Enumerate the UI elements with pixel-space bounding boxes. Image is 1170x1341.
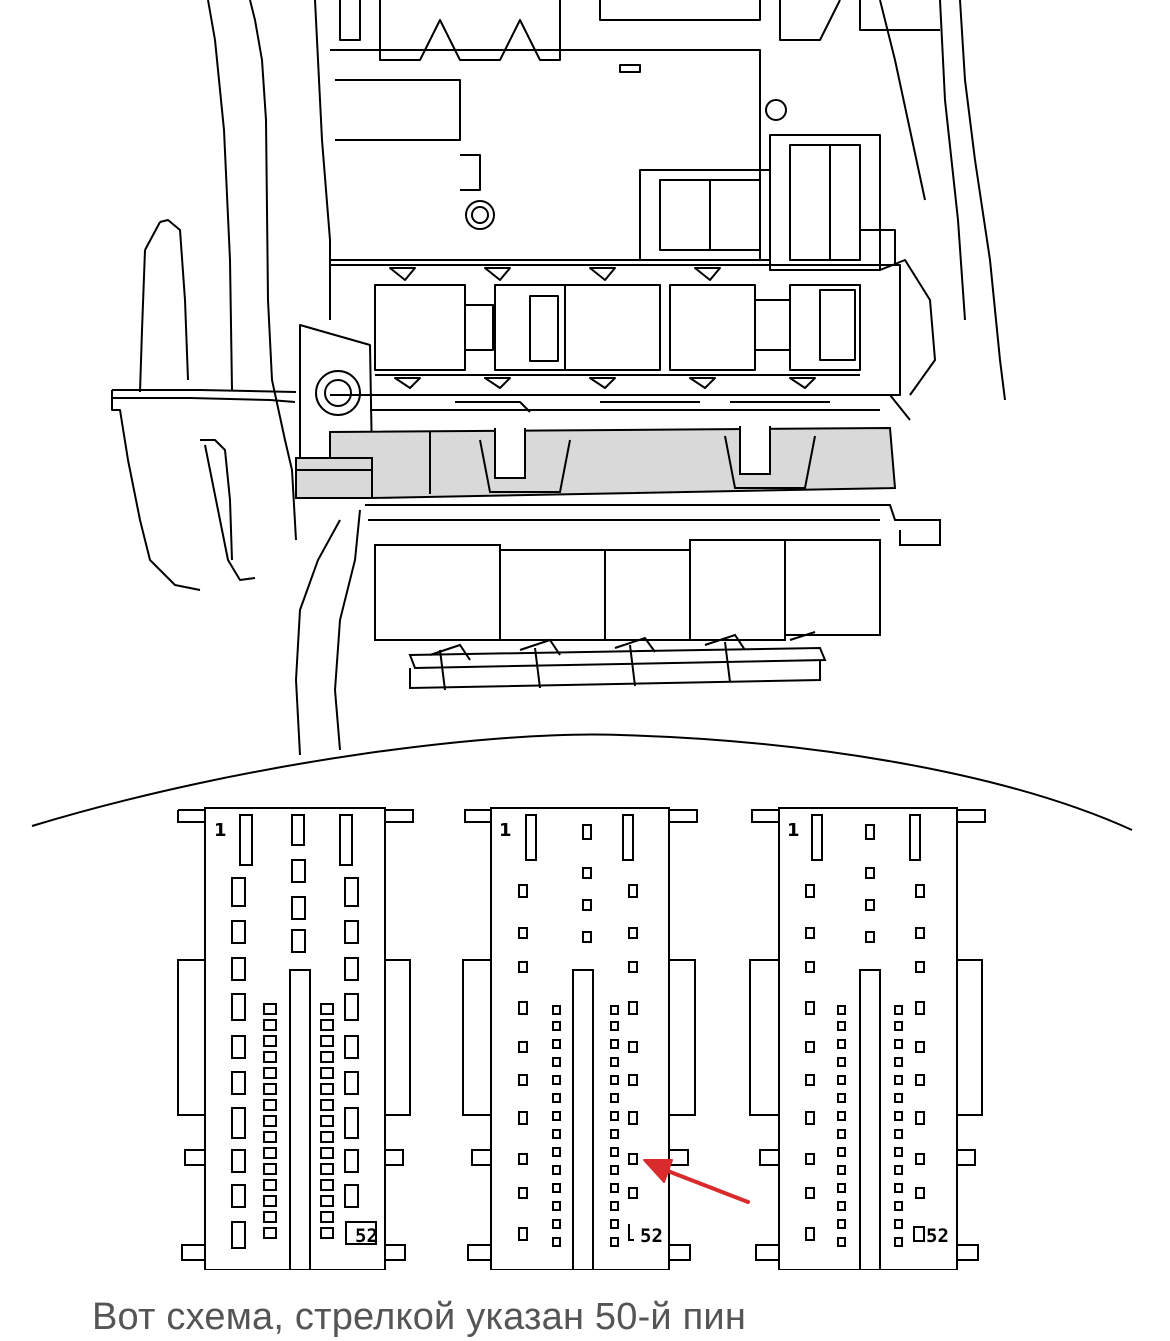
callout-lines [31, 509, 1133, 831]
connector-3-pin-1-label: 1 [787, 820, 800, 841]
post-caption: Вот схема, стрелкой указан 50-й пин [92, 1296, 747, 1338]
connector-2 [462, 807, 698, 1270]
connector-1-pin-1-label: 1 [214, 820, 227, 841]
fuse-box-frame [111, 0, 1006, 591]
connector-2-pins [518, 867, 638, 1247]
connector-2-pin-1-label: 1 [499, 820, 512, 841]
connector-1-pins [231, 859, 377, 1249]
red-arrow-icon [643, 1159, 750, 1204]
connector-3 [749, 807, 986, 1270]
connector-3-pin-52-label: 52 [926, 1225, 949, 1247]
connector-1 [177, 807, 414, 1270]
fuse-box-diagram: 1 52 1 52 1 52 [31, 0, 1133, 1270]
caption-area [0, 1270, 1170, 1341]
fuse-bar [295, 426, 897, 499]
relay-row-bottom [365, 504, 941, 691]
connector-1-pin-52-label: 52 [355, 1225, 378, 1247]
connector-2-pin-52-label: 52 [640, 1225, 663, 1247]
connector-3-pins [805, 867, 925, 1247]
relay-row-top [374, 267, 861, 389]
